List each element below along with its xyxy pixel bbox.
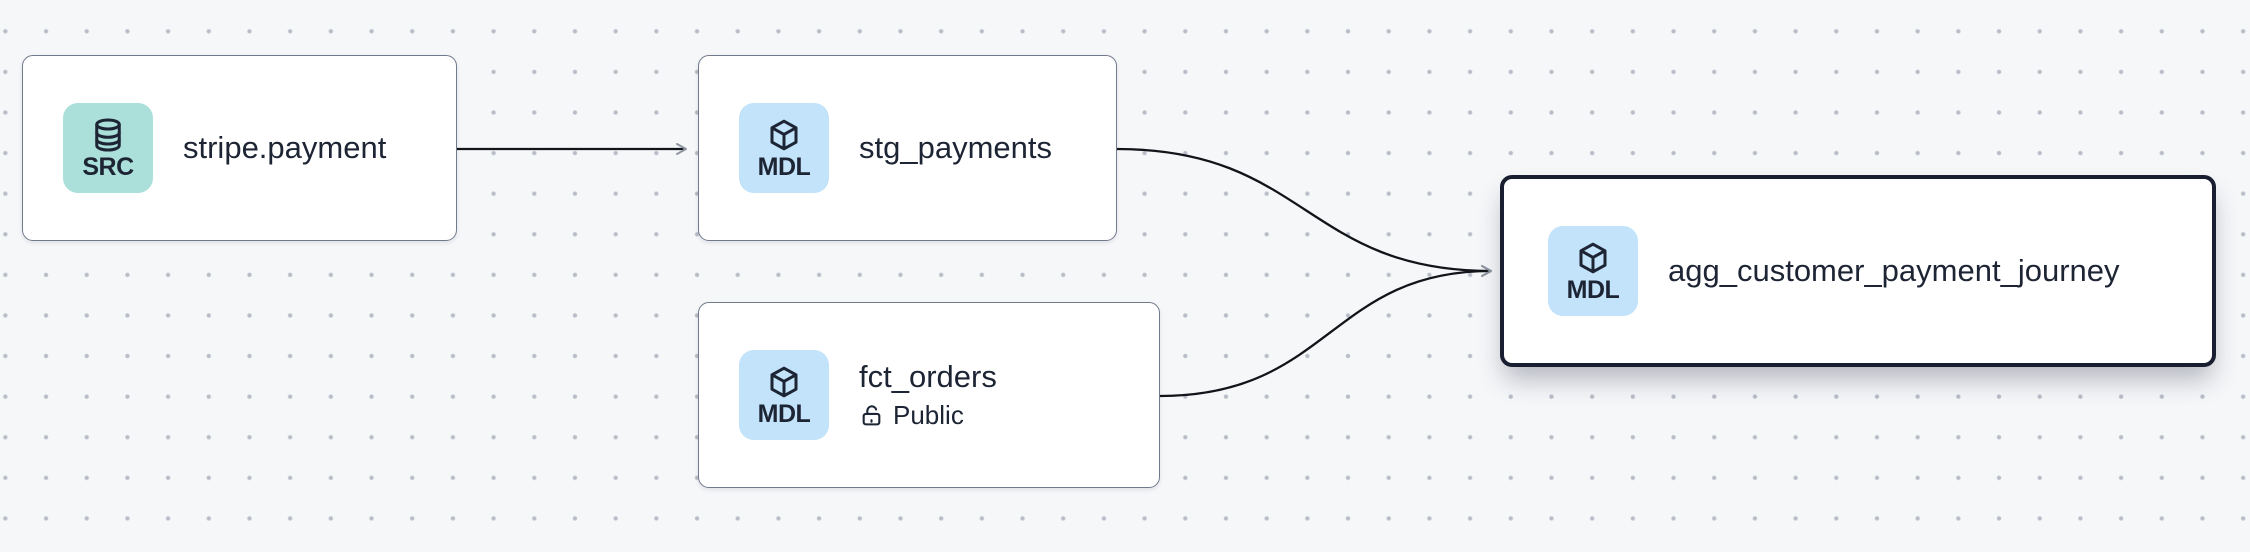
- node-title: stg_payments: [859, 129, 1052, 165]
- badge-label: MDL: [757, 399, 811, 428]
- node-title: fct_orders: [859, 359, 997, 395]
- node-stripe-payment[interactable]: SRC stripe.payment: [22, 55, 457, 241]
- model-badge: MDL: [739, 350, 829, 440]
- badge-label: MDL: [757, 152, 811, 181]
- cube-icon: [766, 117, 802, 153]
- access-label: Public: [893, 400, 964, 431]
- unlock-icon: [859, 403, 884, 428]
- model-badge: MDL: [1548, 226, 1638, 316]
- source-badge: SRC: [63, 103, 153, 193]
- node-fct-orders[interactable]: MDL fct_orders Public: [698, 302, 1160, 488]
- badge-label: SRC: [82, 152, 134, 181]
- edge-fct-orders-to-agg[interactable]: [1159, 265, 1492, 398]
- cube-icon: [1575, 240, 1611, 276]
- node-agg-customer-payment-journey[interactable]: MDL agg_customer_payment_journey: [1500, 175, 2216, 367]
- edge-stg-payments-to-agg[interactable]: [1116, 147, 1492, 277]
- database-icon: [90, 117, 126, 153]
- cube-icon: [766, 364, 802, 400]
- access-row: Public: [859, 401, 997, 430]
- model-badge: MDL: [739, 103, 829, 193]
- node-title: agg_customer_payment_journey: [1668, 252, 2120, 288]
- node-title: stripe.payment: [183, 129, 387, 165]
- badge-label: MDL: [1566, 275, 1620, 304]
- node-stg-payments[interactable]: MDL stg_payments: [698, 55, 1117, 241]
